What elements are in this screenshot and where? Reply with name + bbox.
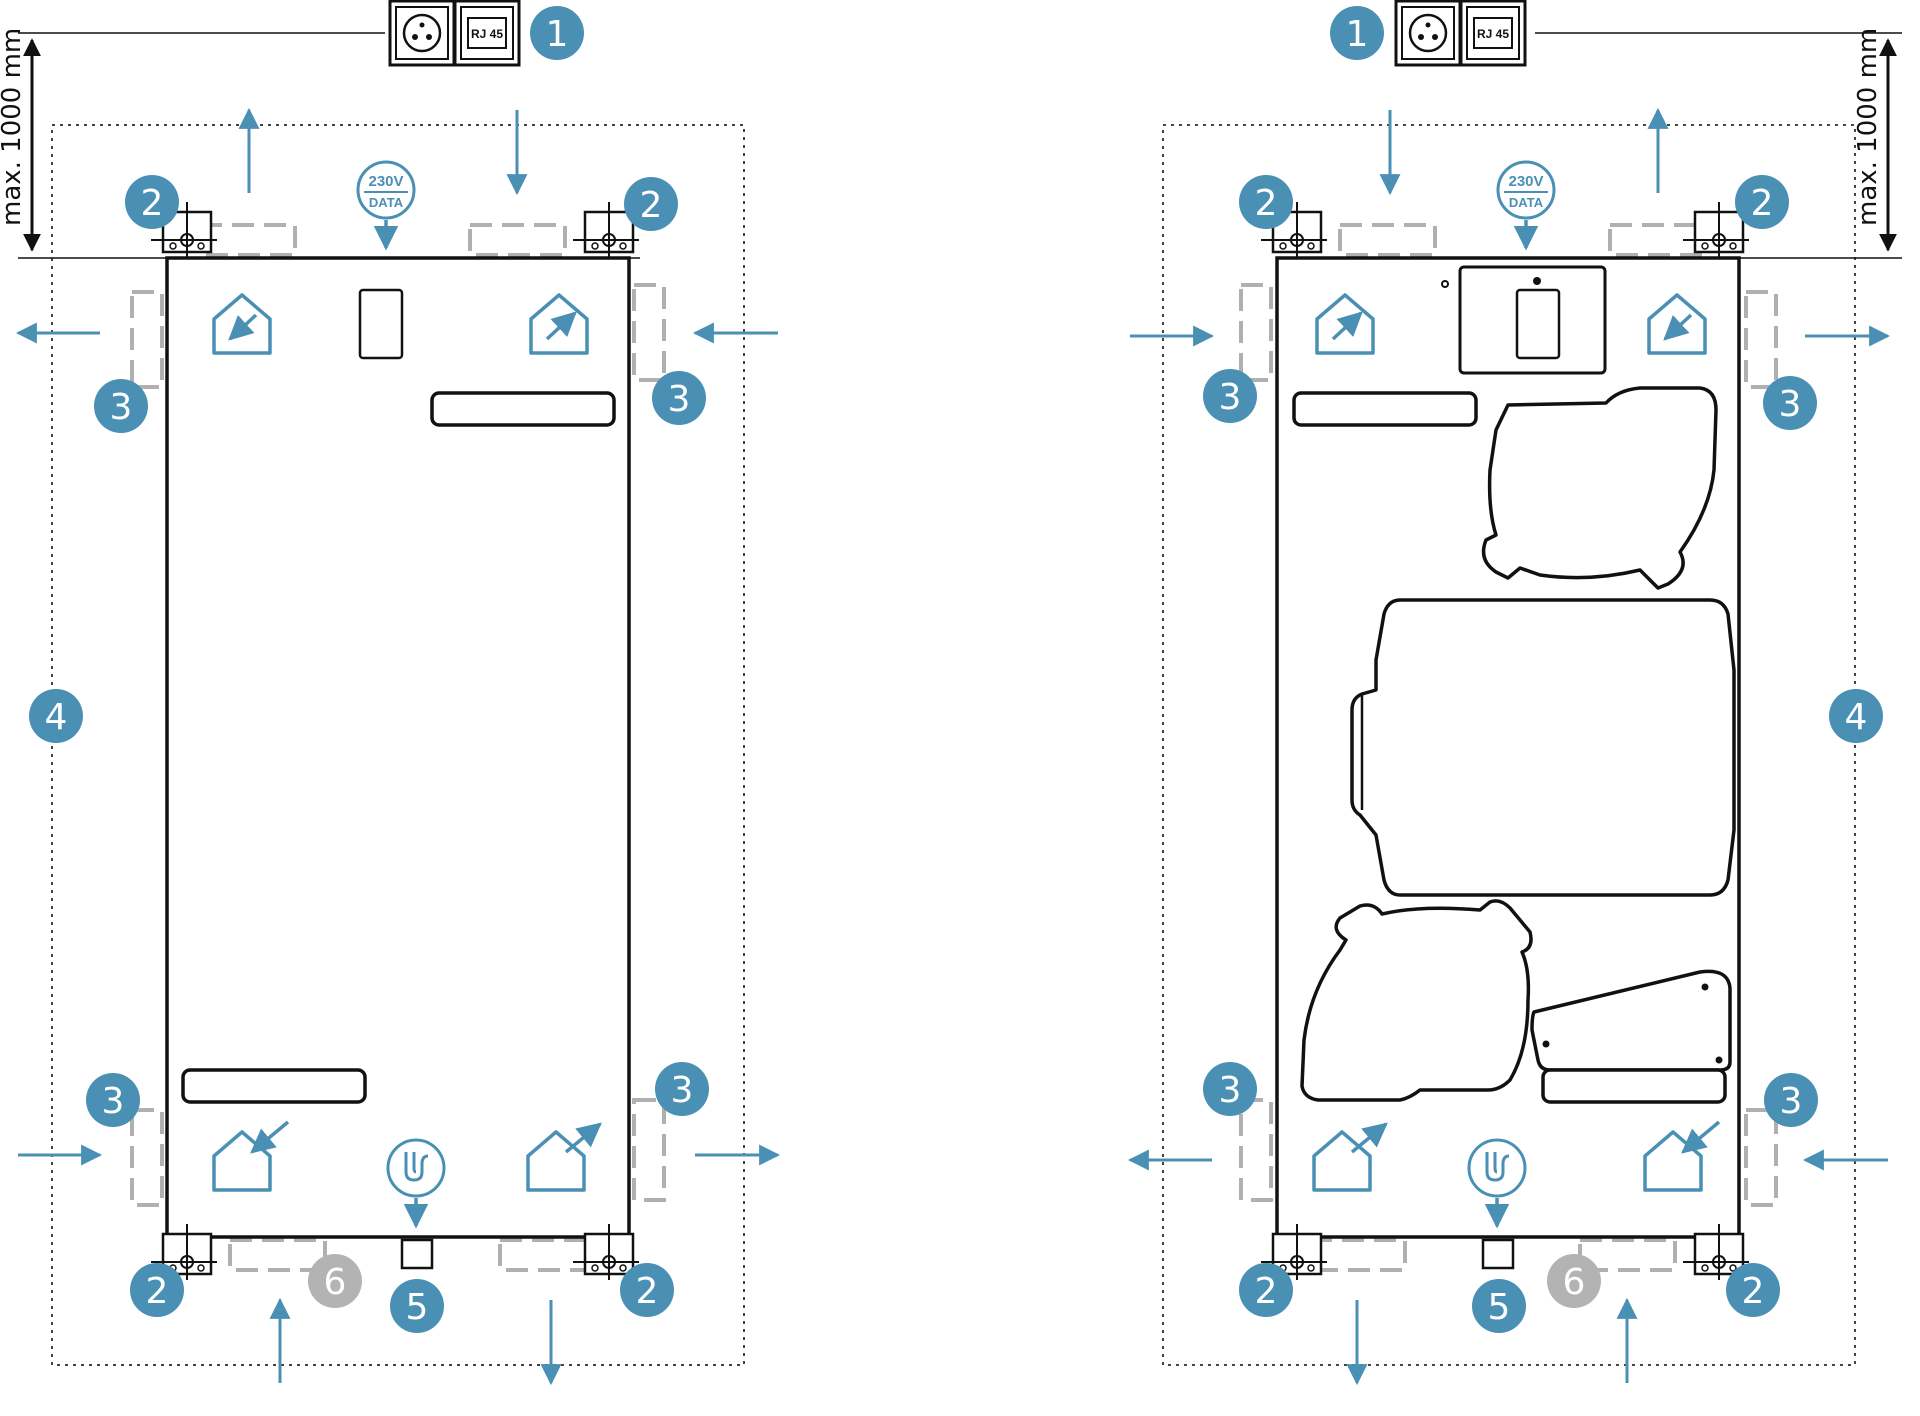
svg-text:2: 2 (636, 1271, 659, 1312)
svg-text:RJ 45: RJ 45 (471, 27, 503, 41)
svg-text:3: 3 (1219, 1070, 1242, 1111)
marker-4: 4 (1829, 689, 1883, 743)
svg-text:2: 2 (1742, 1271, 1765, 1312)
marker-2: 2 (624, 177, 678, 231)
svg-text:3: 3 (1219, 377, 1242, 418)
svg-text:3: 3 (1779, 384, 1802, 425)
condensate-drain-icon (386, 1138, 446, 1229)
marker-5: 5 (390, 1279, 444, 1333)
rj45-socket-icon: RJ 45 (453, 0, 521, 67)
display-panel (1515, 288, 1561, 360)
display-panel (358, 288, 404, 360)
svg-text:1: 1 (546, 14, 569, 55)
marker-3: 3 (86, 1073, 140, 1127)
svg-text:230V: 230V (368, 173, 403, 190)
svg-text:3: 3 (102, 1081, 125, 1122)
house-extract-air-icon (1647, 293, 1707, 355)
house-extract-air-icon (212, 293, 272, 355)
house-supply-air-icon (1315, 293, 1375, 355)
svg-text:3: 3 (668, 379, 691, 420)
svg-text:230V: 230V (1508, 173, 1543, 190)
svg-text:2: 2 (146, 1271, 169, 1312)
marker-3: 3 (655, 1062, 709, 1116)
marker-3: 3 (1763, 376, 1817, 430)
svg-text:5: 5 (1488, 1287, 1511, 1328)
clearance-zone (51, 124, 745, 1366)
power-data-icon: 230V DATA (356, 160, 416, 251)
marker-2: 2 (125, 175, 179, 229)
svg-text:DATA: DATA (369, 195, 404, 210)
house-supply-air-icon (526, 1122, 602, 1192)
marker-1: 1 (1330, 6, 1384, 60)
svg-text:2: 2 (640, 185, 663, 226)
marker-3: 3 (1203, 369, 1257, 423)
marker-4: 4 (29, 689, 83, 743)
fan-housing (1481, 386, 1718, 590)
house-extract-air-icon (1643, 1120, 1721, 1192)
svg-text:3: 3 (110, 387, 133, 428)
condensate-outlet (400, 1238, 434, 1270)
marker-2: 2 (1239, 175, 1293, 229)
marker-2: 2 (620, 1263, 674, 1317)
heat-exchanger (1350, 598, 1736, 897)
handle (1541, 1068, 1727, 1104)
marker-6: 6 (308, 1254, 362, 1308)
marker-2: 2 (1735, 175, 1789, 229)
svg-text:4: 4 (45, 697, 68, 738)
marker-6: 6 (1547, 1254, 1601, 1308)
airflow-arrow-icon (1127, 107, 1891, 1386)
svg-text:DATA: DATA (1509, 195, 1544, 210)
handle (430, 391, 616, 427)
clearance-zone (1162, 124, 1856, 1366)
handle (181, 1068, 367, 1104)
svg-text:3: 3 (671, 1070, 694, 1111)
marker-3: 3 (652, 371, 706, 425)
marker-5: 5 (1472, 1279, 1526, 1333)
marker-3: 3 (1764, 1073, 1818, 1127)
airflow-arrow-icon (15, 107, 781, 1386)
condensate-drain-icon (1467, 1138, 1527, 1229)
marker-1: 1 (530, 6, 584, 60)
svg-text:4: 4 (1845, 697, 1868, 738)
fan-housing (1300, 899, 1533, 1102)
svg-text:2: 2 (1751, 183, 1774, 224)
svg-text:5: 5 (406, 1287, 429, 1328)
svg-text:2: 2 (1255, 183, 1278, 224)
power-data-icon: 230V DATA (1496, 160, 1556, 251)
rj45-socket-icon: RJ 45 (1459, 0, 1527, 67)
svg-text:RJ 45: RJ 45 (1477, 27, 1509, 41)
dimension-label: max. 1000 mm (0, 28, 27, 226)
power-socket-icon (388, 0, 456, 67)
house-extract-air-icon (212, 1120, 290, 1192)
svg-text:2: 2 (1255, 1271, 1278, 1312)
svg-text:6: 6 (1563, 1262, 1586, 1303)
marker-2: 2 (130, 1263, 184, 1317)
right-unit: max. 1000 mm RJ 45 (1127, 0, 1902, 1386)
svg-text:3: 3 (1780, 1081, 1803, 1122)
condensate-outlet (1481, 1238, 1515, 1270)
marker-3: 3 (94, 379, 148, 433)
house-supply-air-icon (1312, 1122, 1388, 1192)
marker-2: 2 (1726, 1263, 1780, 1317)
handle (1292, 391, 1478, 427)
left-unit: max. 1000 mm RJ 45 (0, 0, 781, 1386)
house-supply-air-icon (529, 293, 589, 355)
power-socket-icon (1394, 0, 1462, 67)
svg-text:2: 2 (141, 183, 164, 224)
dimension-label: max. 1000 mm (1853, 28, 1883, 226)
svg-text:1: 1 (1346, 14, 1369, 55)
marker-3: 3 (1203, 1062, 1257, 1116)
marker-2: 2 (1239, 1263, 1293, 1317)
svg-text:6: 6 (324, 1262, 347, 1303)
